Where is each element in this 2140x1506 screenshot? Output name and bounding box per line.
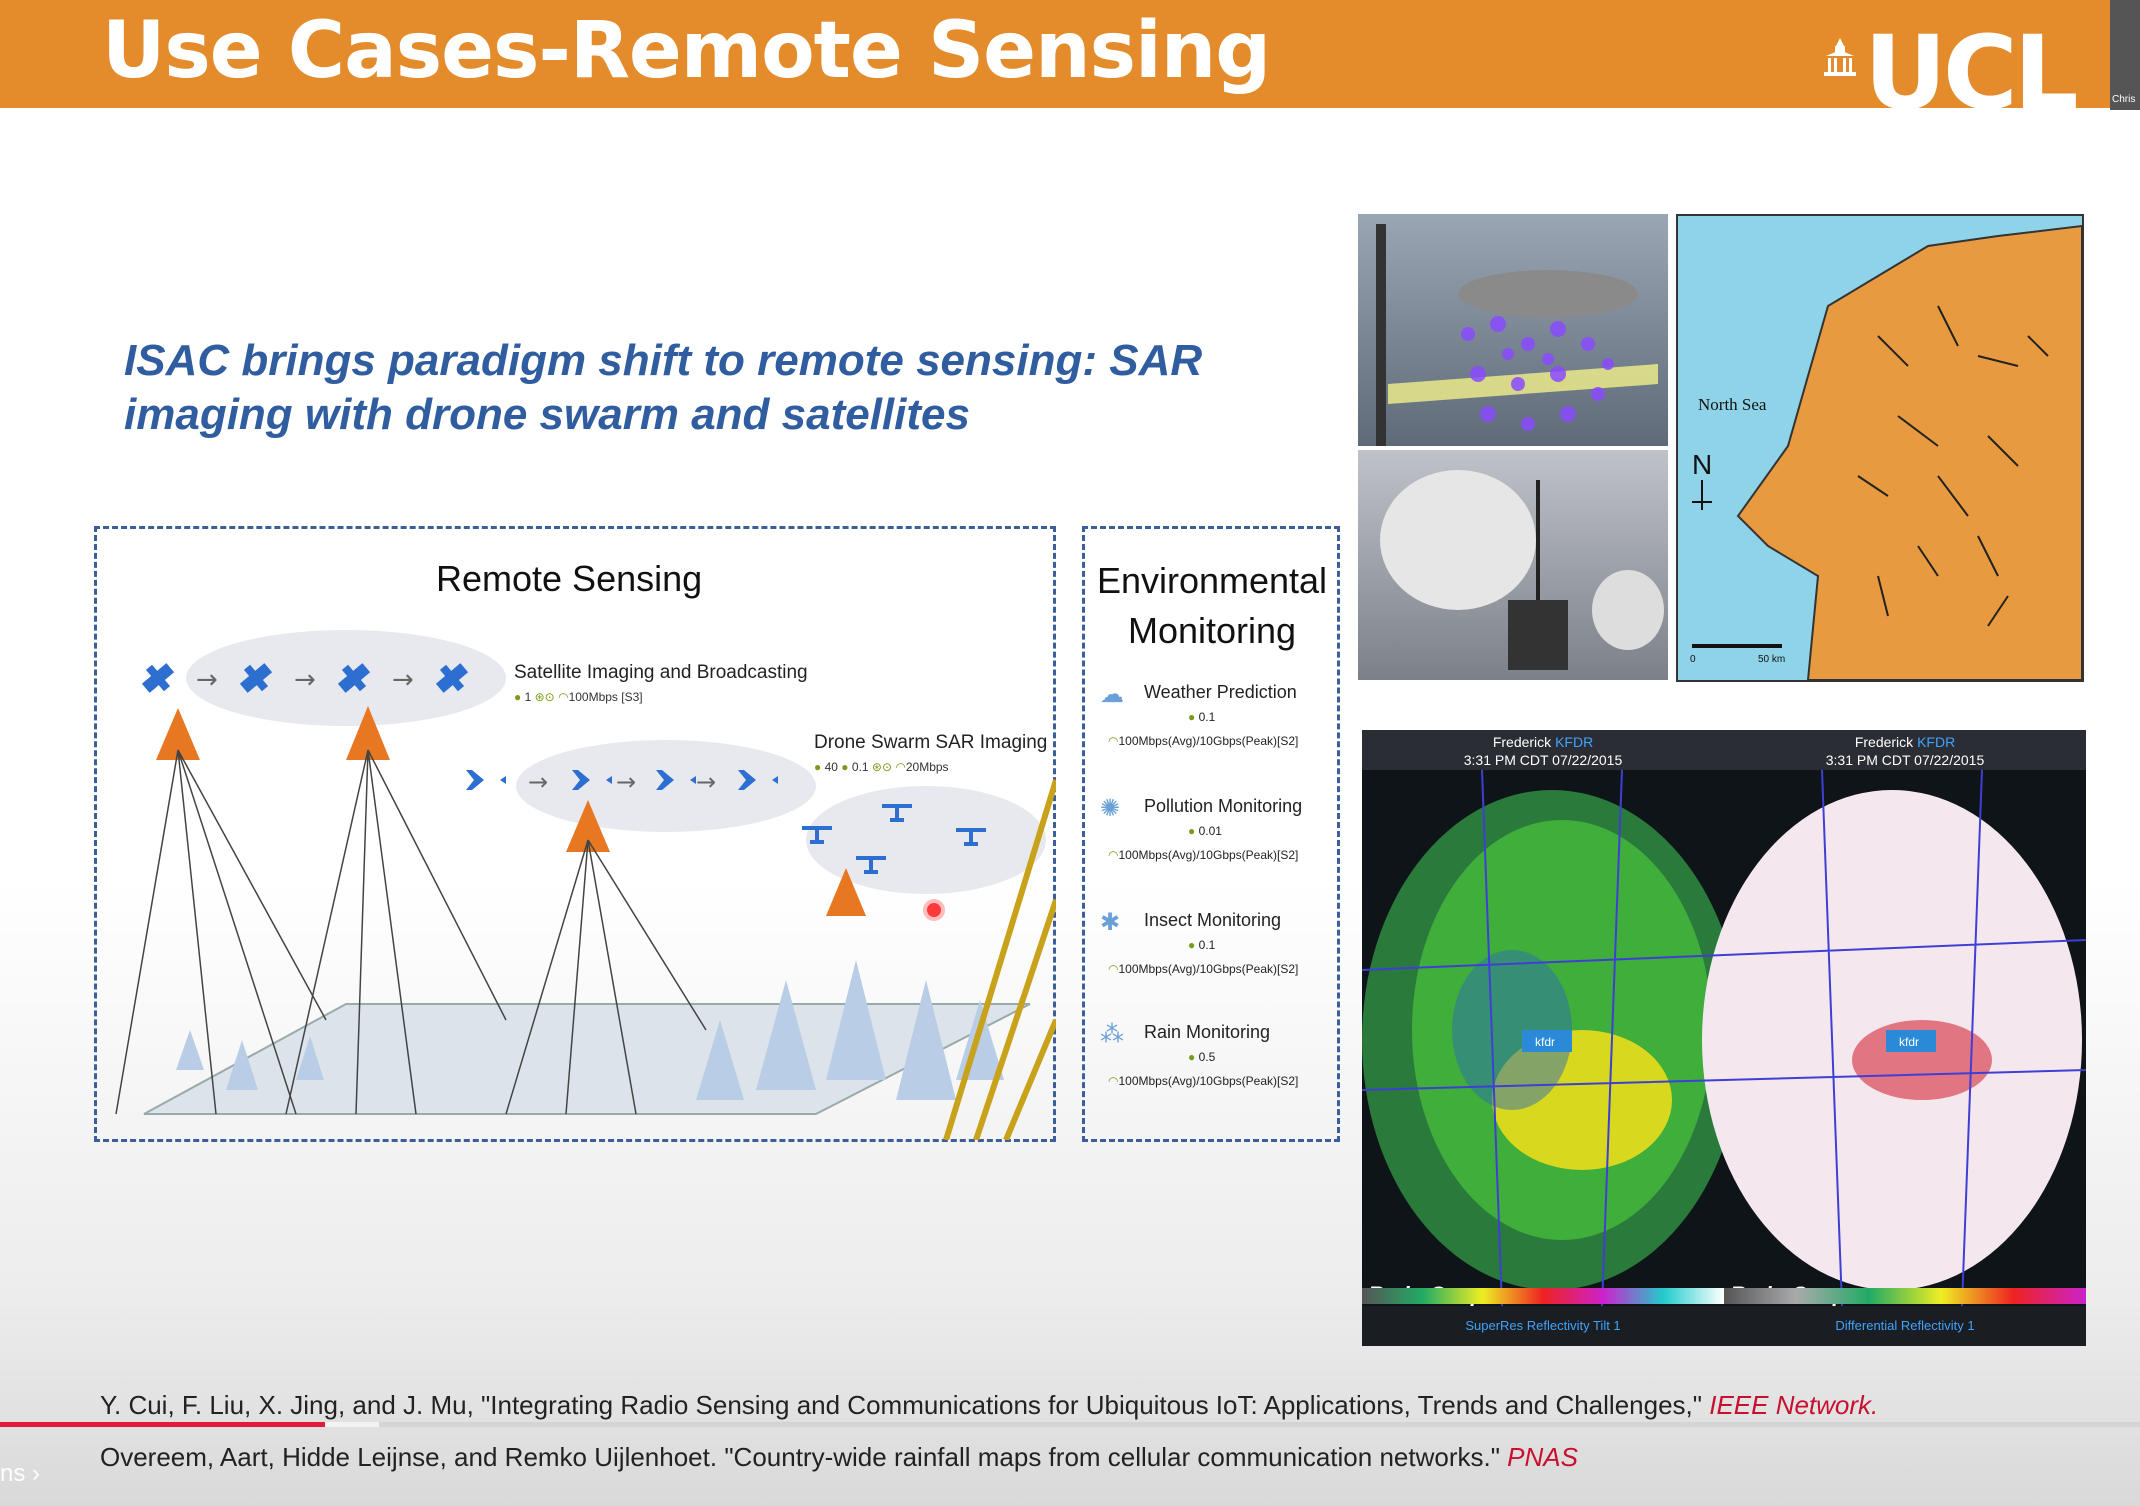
svg-text:→: →	[392, 665, 414, 695]
pointer-marker	[923, 899, 945, 921]
map-scale-0: 0	[1690, 654, 1696, 665]
radar-left-footer: SuperRes Reflectivity Tilt 1	[1465, 1318, 1621, 1333]
cloud-icon: ☁	[1100, 681, 1124, 708]
svg-text:kfdr: kfdr	[1899, 1035, 1919, 1049]
remote-sensing-title: Remote Sensing	[436, 558, 703, 599]
map-north-label: N	[1692, 449, 1712, 480]
svg-text:kfdr: kfdr	[1535, 1035, 1555, 1049]
svg-text:→: →	[196, 665, 218, 695]
rain-icon: ⁂	[1100, 1021, 1124, 1048]
radar-right-marker	[1886, 1030, 1936, 1052]
reference-2: Overeem, Aart, Hidde Leijnse, and Remko …	[100, 1442, 1578, 1473]
satellite-icon-2	[239, 663, 273, 693]
env-item-value: ● 0.1	[1188, 710, 1216, 724]
slide-subtitle: ISAC brings paradigm shift to remote sen…	[124, 334, 1324, 442]
netherlands-rain-map: North Sea N 0 50 km	[1676, 214, 2084, 682]
speaker-thumbnail[interactable]: Chris	[2110, 0, 2140, 110]
map-scale-50: 50 km	[1758, 654, 1785, 665]
svg-text:→: →	[528, 768, 548, 796]
env-item-label: Rain Monitoring	[1144, 1022, 1271, 1042]
drone-icon-2	[882, 804, 912, 822]
reference-1-text: Y. Cui, F. Liu, X. Jing, and J. Mu, "Int…	[100, 1390, 1702, 1420]
svg-text:→: →	[294, 665, 316, 695]
env-item-label: Weather Prediction	[1144, 682, 1297, 702]
satellite-value-1: ● 1 ⊛⊙ ◠100Mbps [S3]	[514, 690, 643, 704]
chevron-right-icon: ›	[32, 1460, 41, 1487]
env-item-rate: ◠100Mbps(Avg)/10Gbps(Peak)[S2]	[1108, 848, 1299, 862]
subtitle-line-1: ISAC brings paradigm shift to remote sen…	[124, 336, 1203, 385]
radar-left-colorbar	[1362, 1288, 1724, 1304]
environmental-monitoring-panel	[1082, 526, 1340, 1142]
radar-right-colorbar	[1724, 1288, 2086, 1304]
drone-icon-1	[802, 826, 832, 844]
pollution-icon: ✺	[1100, 795, 1121, 822]
satellite-icon-3	[337, 663, 371, 693]
remote-sensing-panel	[94, 526, 1056, 1142]
chapter-control[interactable]: ns ›	[0, 1460, 40, 1488]
speaker-name: Chris	[2112, 94, 2136, 105]
env-item-rate: ◠100Mbps(Avg)/10Gbps(Peak)[S2]	[1108, 734, 1299, 748]
reference-2-text: Overeem, Aart, Hidde Leijnse, and Remko …	[100, 1442, 1500, 1472]
slide-header: Use Cases-Remote Sensing UCL Chris	[0, 0, 2140, 133]
env-item-label: Insect Monitoring	[1144, 910, 1282, 930]
radar-right-footer: Differential Reflectivity 1	[1835, 1318, 1975, 1333]
ucl-logo: UCL	[1822, 14, 2112, 133]
slide-title: Use Cases-Remote Sensing	[102, 6, 1271, 96]
dish-antenna-photo	[1358, 450, 1668, 680]
environmental-title-line-2: Monitoring	[1127, 610, 1297, 651]
reference-1-venue: IEEE Network.	[1709, 1390, 1879, 1420]
drone-values: ● 40 ● 0.1 ⊛⊙ ◠20Mbps	[814, 760, 949, 774]
drone-label: Drone Swarm SAR Imaging	[814, 732, 1048, 753]
plane-icon-2	[566, 770, 612, 790]
rain-tower-photo	[1358, 214, 1668, 446]
env-item-value: ● 0.1	[1188, 938, 1216, 952]
reference-1: Y. Cui, F. Liu, X. Jing, and J. Mu, "Int…	[100, 1390, 1878, 1421]
video-progress-bar[interactable]	[0, 1422, 2140, 1427]
environmental-title-line-1: Environmental	[1096, 560, 1328, 601]
subtitle-line-2: imaging with drone swarm and satellites	[124, 390, 970, 439]
satellite-icon-4	[435, 663, 469, 693]
radar-left-marker	[1522, 1030, 1572, 1052]
compass-icon	[1692, 480, 1712, 510]
video-progress-buffered	[325, 1422, 380, 1427]
map-sea-label: North Sea	[1698, 395, 1767, 414]
environmental-title: Environmental Monitoring	[1092, 556, 1332, 656]
env-item-label: Pollution Monitoring	[1144, 796, 1303, 816]
svg-text:→: →	[616, 768, 636, 796]
satellite-icon-1	[141, 663, 175, 693]
ucl-logo-text: UCL	[1864, 14, 2079, 133]
drone-icon-4	[856, 856, 886, 874]
svg-text:→: →	[696, 768, 716, 796]
env-item-value: ● 0.5	[1188, 1050, 1216, 1064]
video-progress-played	[0, 1422, 326, 1427]
reference-2-venue: PNAS	[1507, 1442, 1578, 1472]
plane-icon-1	[460, 770, 506, 790]
env-item-rate: ◠100Mbps(Avg)/10Gbps(Peak)[S2]	[1108, 1074, 1299, 1088]
drone-icon-3	[956, 828, 986, 846]
plane-icon-4	[732, 770, 778, 790]
env-item-value: ● 0.01	[1188, 824, 1222, 838]
satellite-label: Satellite Imaging and Broadcasting	[514, 662, 808, 683]
insect-icon: ✱	[1100, 909, 1121, 936]
chapter-label: ns	[0, 1460, 26, 1487]
env-item-rate: ◠100Mbps(Avg)/10Gbps(Peak)[S2]	[1108, 962, 1299, 976]
portico-icon	[1824, 38, 1856, 76]
remote-sensing-illustration: → → → → → →	[115, 630, 1056, 1140]
plane-icon-3	[650, 770, 696, 790]
